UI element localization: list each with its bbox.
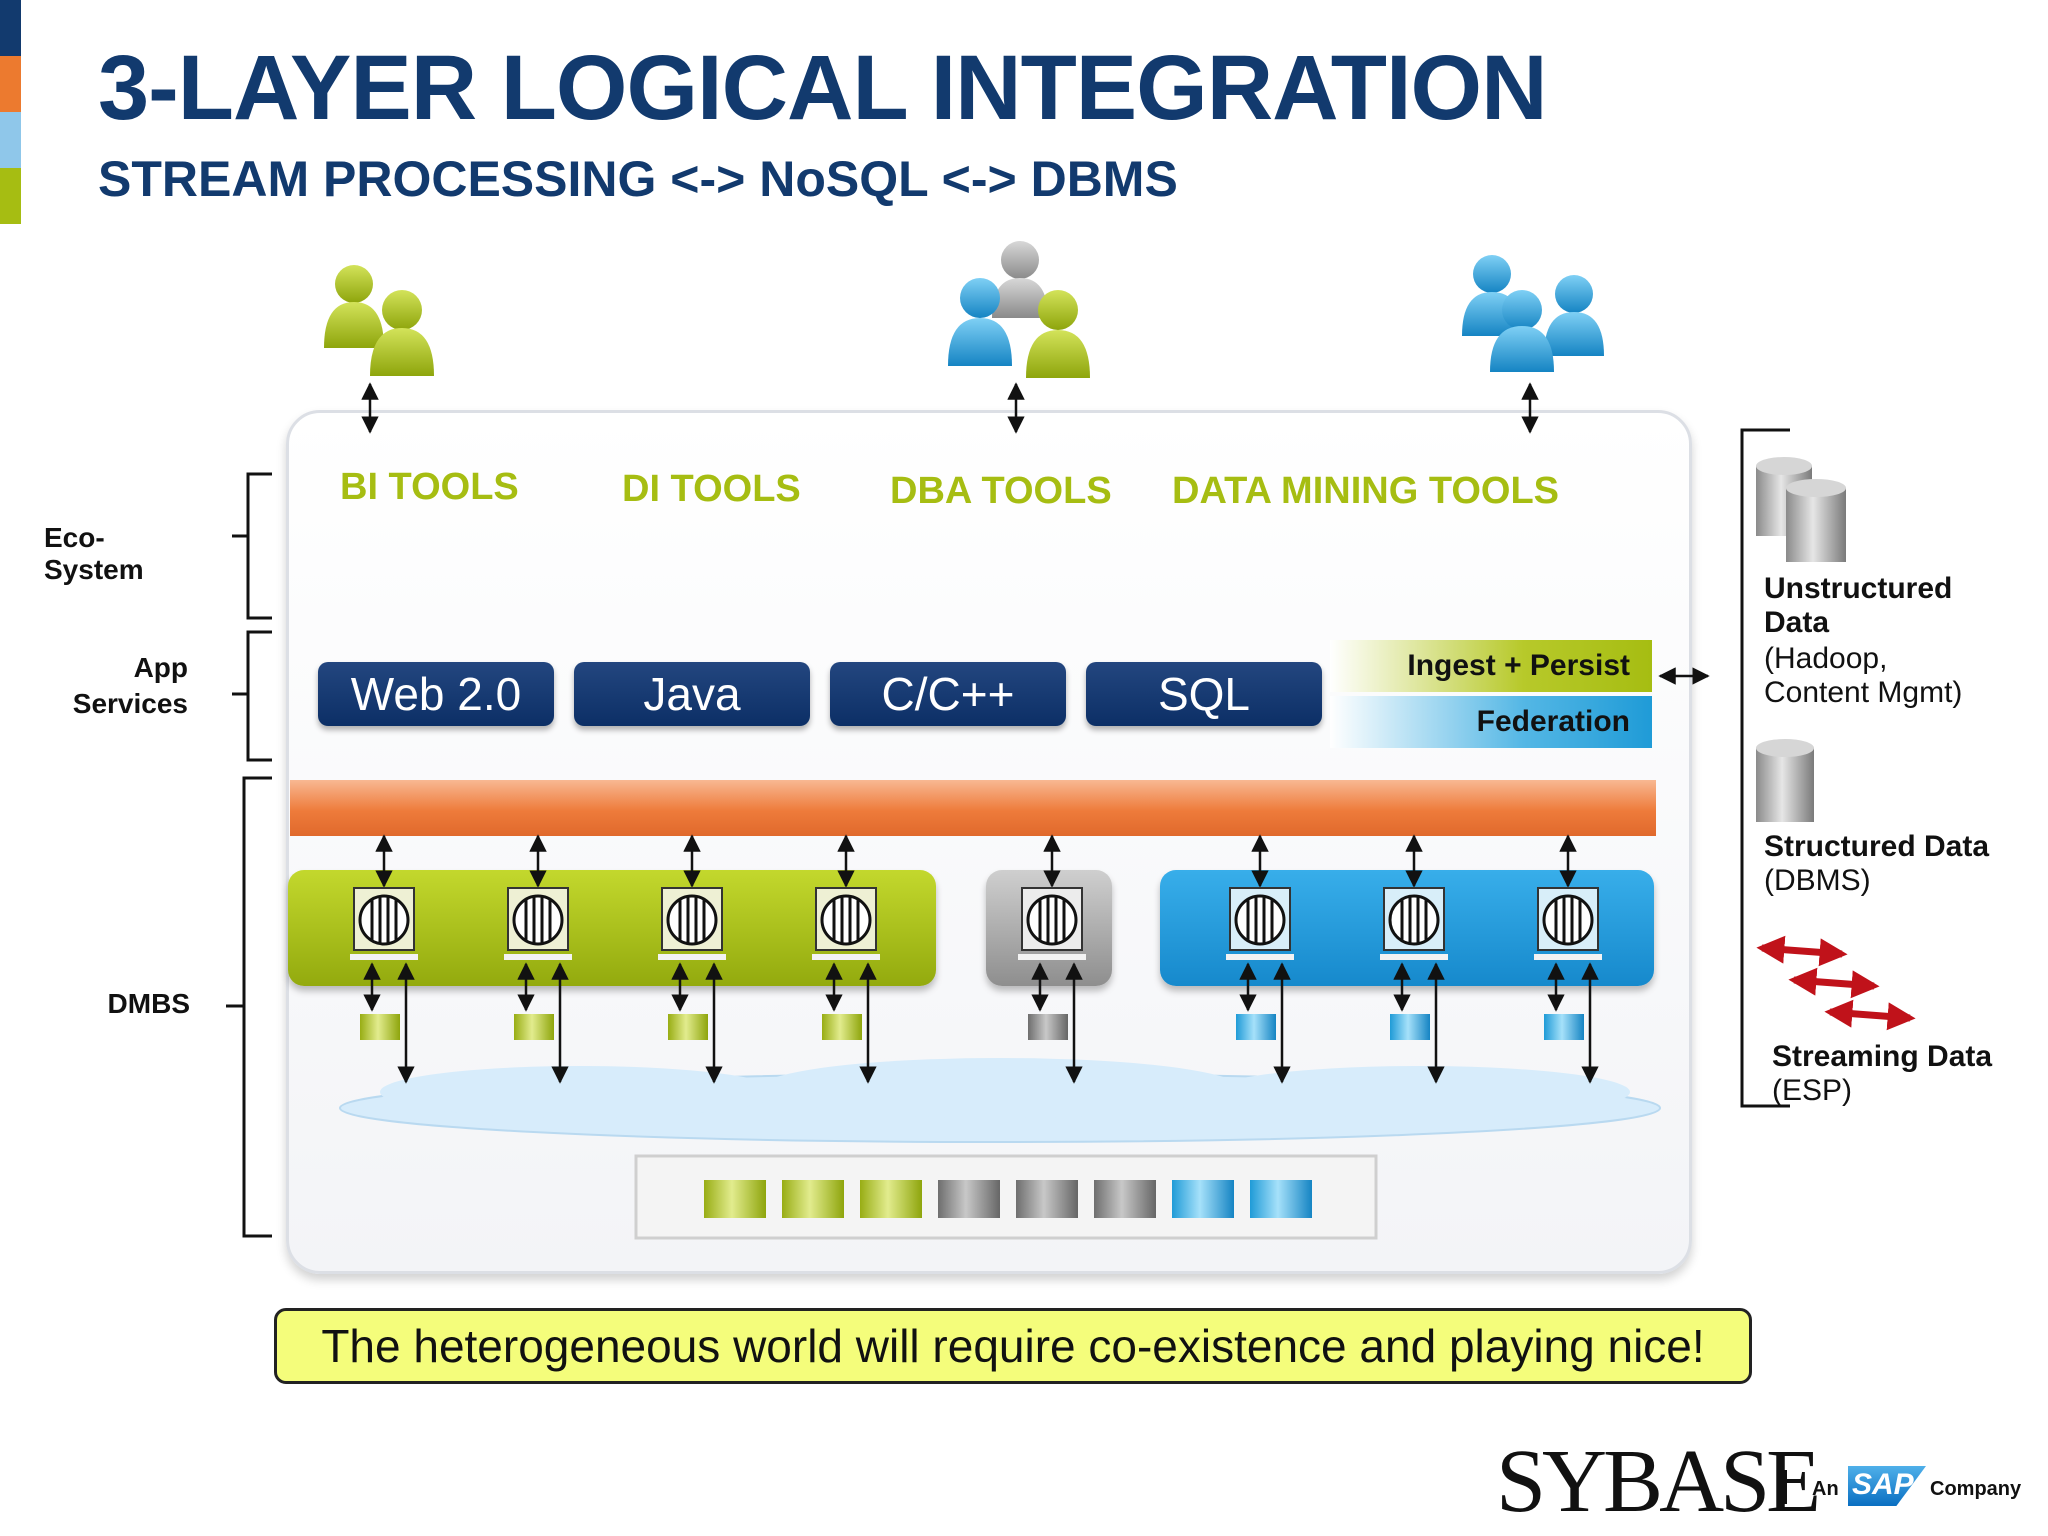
label-dmbs: DMBS [107, 988, 190, 1019]
logo-divider [1784, 1470, 1787, 1504]
slide-title: 3-LAYER LOGICAL INTEGRATION [98, 37, 1548, 139]
label-eco-system: Eco-System [44, 522, 144, 585]
footer-message: The heterogeneous world will require co-… [274, 1308, 1752, 1384]
user-group-icon-mixed [948, 241, 1090, 378]
server-icon [504, 834, 572, 1084]
legend-streaming-title: Streaming Data [1772, 1040, 1993, 1073]
nosql-cloud [339, 1058, 1661, 1143]
slide-subtitle: STREAM PROCESSING <-> NoSQL <-> DBMS [98, 151, 1178, 207]
tool-bi: BI TOOLS [340, 466, 519, 508]
accent-stripe-navy [0, 0, 21, 56]
ingest-persist-band: Ingest + Persist [1330, 640, 1652, 692]
tool-data-mining: DATA MINING TOOLS [1172, 470, 1560, 512]
bracket-dmbs [226, 776, 272, 1238]
legend-structured-title: Structured Data [1764, 830, 1990, 863]
server-icon [1226, 834, 1294, 1084]
server-icon [1380, 834, 1448, 1084]
server-icon [812, 834, 880, 1084]
server-icon [350, 834, 418, 1084]
label-app-services-1: App [133, 652, 188, 683]
streaming-data-icon [1756, 935, 1916, 1031]
user-group-icon-blue [1462, 255, 1604, 372]
storage-cylinders [704, 1180, 1312, 1218]
stream-processing-bus [290, 780, 1656, 836]
federation-band: Federation [1330, 696, 1652, 748]
logo-an: An [1812, 1478, 1839, 1500]
bracket-app-services [232, 630, 272, 762]
accent-stripe-green [0, 168, 21, 224]
server-icon [1534, 834, 1602, 1084]
lang-web20: Web 2.0 [318, 662, 554, 726]
accent-stripe-orange [0, 56, 21, 112]
lang-cpp: C/C++ [830, 662, 1066, 726]
server-icon [658, 834, 726, 1084]
unstructured-data-icon [1756, 457, 1846, 562]
legend-structured-sub: (DBMS) [1764, 864, 1871, 897]
sybase-logo: SYBASE [1496, 1432, 1821, 1531]
legend-unstructured-title-1: Unstructured [1764, 572, 1953, 605]
lang-sql: SQL [1086, 662, 1322, 726]
bracket-legend [1740, 428, 1790, 1108]
structured-data-icon [1756, 739, 1814, 822]
tool-dba: DBA TOOLS [890, 470, 1112, 512]
server-icon [1018, 834, 1086, 1084]
lang-java: Java [574, 662, 810, 726]
tool-di: DI TOOLS [622, 468, 801, 510]
label-app-services-2: Services [72, 688, 188, 719]
logo-company: Company [1930, 1478, 2022, 1500]
sap-logo-text: SAP [1852, 1468, 1914, 1501]
legend-unstructured-sub-1: (Hadoop, [1764, 642, 1888, 675]
bracket-eco-system [232, 472, 272, 620]
accent-stripe-lightblue [0, 112, 21, 168]
user-group-icon-green [324, 265, 434, 376]
legend-unstructured-sub-2: Content Mgmt) [1764, 676, 1963, 709]
legend-streaming-sub: (ESP) [1772, 1074, 1853, 1107]
legend-unstructured-title-2: Data [1764, 606, 1830, 639]
